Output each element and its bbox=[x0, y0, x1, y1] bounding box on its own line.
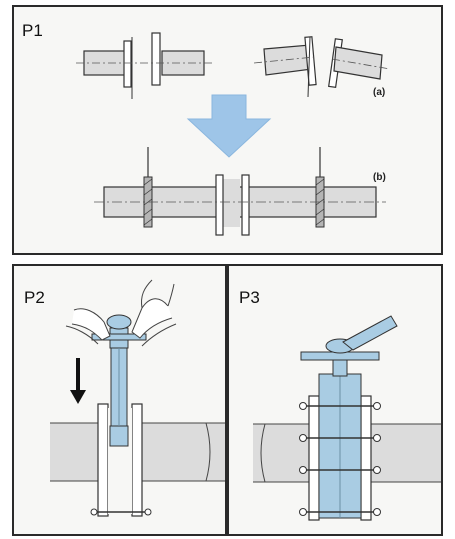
p1-diagram bbox=[76, 32, 391, 236]
flange-right-p2 bbox=[131, 403, 143, 517]
pipe-end-p3 bbox=[260, 423, 266, 483]
p2-diagram bbox=[50, 279, 225, 517]
bolts-p3 bbox=[299, 402, 381, 516]
centerline-misaligned-right bbox=[331, 58, 391, 70]
panel-p2: P2 bbox=[12, 264, 227, 536]
flange-left-p3 bbox=[308, 395, 320, 521]
valve-handle-p2 bbox=[91, 333, 147, 341]
misaligned-pipes-group bbox=[253, 36, 391, 98]
flange-left-a bbox=[123, 40, 132, 88]
valve-stem-p3 bbox=[332, 357, 348, 377]
hand-left-icon bbox=[71, 308, 111, 341]
panel-p1: P1 (a) (b) bbox=[12, 5, 443, 255]
pipe-left-a bbox=[83, 50, 129, 76]
aligned-pipes-group bbox=[76, 32, 214, 99]
label-b: (b) bbox=[373, 172, 386, 183]
flange-left-b bbox=[215, 174, 224, 236]
flange-right-a bbox=[151, 32, 161, 86]
panel-p3: P3 bbox=[227, 264, 443, 536]
flange-right-b bbox=[241, 174, 250, 236]
valve-top-p2 bbox=[106, 314, 132, 330]
p3-diagram bbox=[253, 315, 441, 521]
centerline-misaligned-left bbox=[253, 56, 315, 64]
flange-left-p2 bbox=[97, 403, 109, 517]
aligned-assembly-group bbox=[94, 147, 386, 236]
valve-bottom-p2 bbox=[109, 425, 129, 447]
bolt-line-misaligned bbox=[307, 36, 311, 98]
flange-left-misaligned bbox=[304, 36, 317, 86]
panel-label-p1: P1 bbox=[22, 21, 43, 40]
panel-label-p3: P3 bbox=[239, 288, 260, 307]
flange-right-p3 bbox=[360, 395, 372, 521]
panel-label-p2: P2 bbox=[24, 288, 45, 307]
label-a: (a) bbox=[373, 87, 386, 98]
pipe-end-p2 bbox=[205, 422, 211, 482]
valve-lever-p3 bbox=[342, 315, 398, 351]
hand-right-icon bbox=[131, 298, 173, 339]
pipe-right-misaligned bbox=[333, 46, 383, 80]
down-arrow-icon bbox=[186, 94, 272, 158]
